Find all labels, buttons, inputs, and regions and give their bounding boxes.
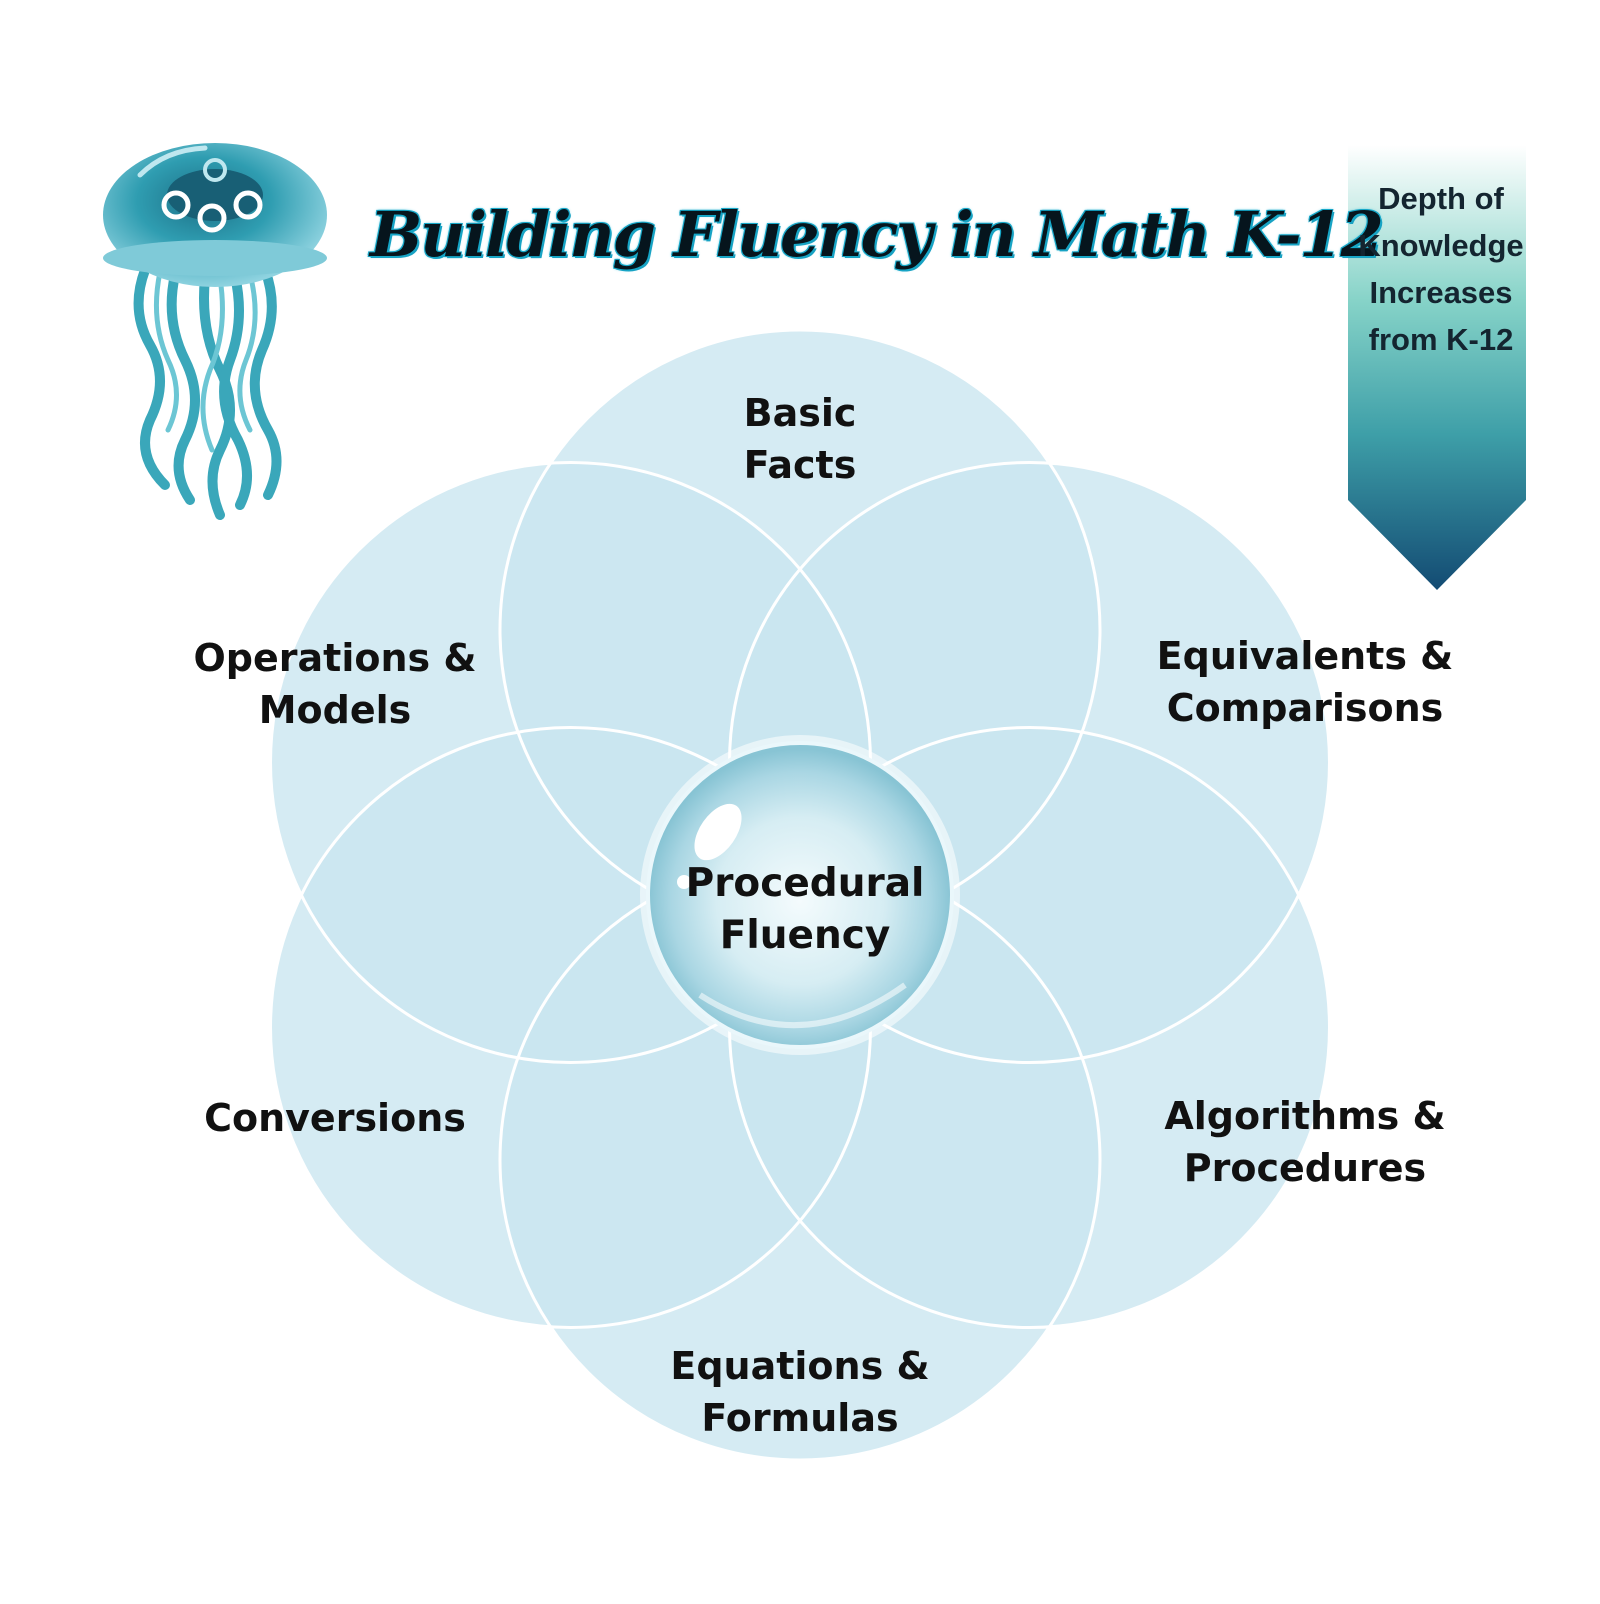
petal-label-equivalents-comparisons: Equivalents & Comparisons xyxy=(1156,634,1454,730)
petal-label-conversions: Conversions xyxy=(204,1096,466,1140)
depth-ribbon xyxy=(1348,145,1526,590)
center-label: Procedural Fluency xyxy=(685,861,925,958)
petal-label-basic-facts: Basic Facts xyxy=(743,391,857,487)
petal-label-algorithms-procedures: Algorithms & Procedures xyxy=(1164,1094,1446,1190)
petal-label-equations-formulas: Equations & Formulas xyxy=(670,1344,930,1440)
petal-label-operations-models: Operations & Models xyxy=(193,636,477,732)
bubble-highlight xyxy=(694,803,742,861)
page-title: Building Fluency in Math K-12 xyxy=(370,198,1384,271)
center-bubble xyxy=(640,735,960,1055)
jellyfish-icon xyxy=(103,143,327,520)
bubble-glint xyxy=(677,875,691,889)
depth-ribbon-label: Depth of Knowledge Increases from K-12 xyxy=(1358,181,1524,357)
